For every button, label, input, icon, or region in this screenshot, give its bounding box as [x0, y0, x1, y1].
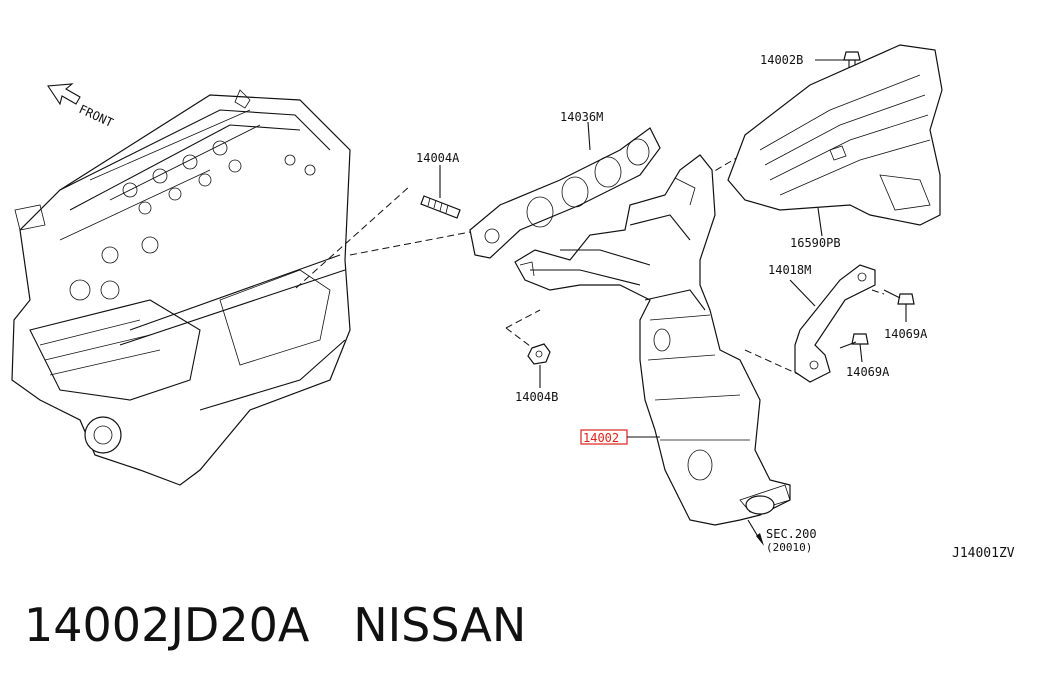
leader-16590PB	[817, 207, 823, 237]
leader-14036M	[587, 121, 591, 151]
section-arrow-head	[756, 533, 764, 546]
bracket-bolt-upper	[883, 289, 915, 305]
bracket-bolt-lower	[839, 333, 869, 349]
callout-16590PB: 16590PB	[790, 236, 841, 250]
callout-14004A: 14004A	[416, 151, 460, 165]
section-subref: (20010)	[766, 541, 812, 554]
leader-bracket	[744, 349, 801, 376]
leader-14018M	[789, 279, 816, 307]
leader-14069A-lower	[859, 343, 863, 363]
part-number: 14002JD20A	[24, 598, 310, 652]
callout-14002B: 14002B	[760, 53, 803, 67]
heat-shield	[727, 44, 943, 226]
brand-name: NISSAN	[353, 598, 527, 652]
engine-block	[11, 89, 351, 486]
leader-gasket-to-engine	[349, 231, 471, 256]
callout-14069A-lower: 14069A	[846, 365, 890, 379]
callout-14018M: 14018M	[768, 263, 811, 277]
leader-stud-to-engine	[295, 185, 411, 289]
manifold-stud	[420, 195, 461, 219]
exhaust-gasket	[469, 127, 661, 259]
callout-14036M: 14036M	[560, 110, 603, 124]
callout-14004B: 14004B	[515, 390, 558, 404]
part-caption: 14002JD20A NISSAN	[24, 598, 526, 652]
leader-bolt-upper-dash	[871, 289, 885, 295]
front-label: FRONT	[77, 102, 116, 130]
leader-nut	[505, 309, 541, 353]
callout-14002: 14002	[583, 431, 619, 445]
drawing-id: J14001ZV	[952, 546, 1015, 561]
front-direction-arrow	[47, 83, 81, 106]
section-ref: SEC.200	[766, 527, 817, 541]
exhaust-manifold-catalyst	[514, 154, 791, 526]
manifold-bracket	[794, 264, 876, 383]
manifold-nut	[527, 343, 551, 365]
callout-14069A-upper: 14069A	[884, 327, 928, 341]
leader-shield-to-manifold	[705, 149, 751, 177]
